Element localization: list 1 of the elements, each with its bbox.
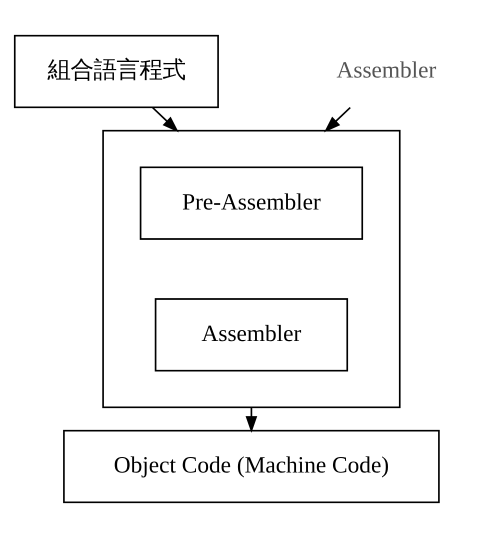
node-text: Assembler — [336, 58, 436, 84]
